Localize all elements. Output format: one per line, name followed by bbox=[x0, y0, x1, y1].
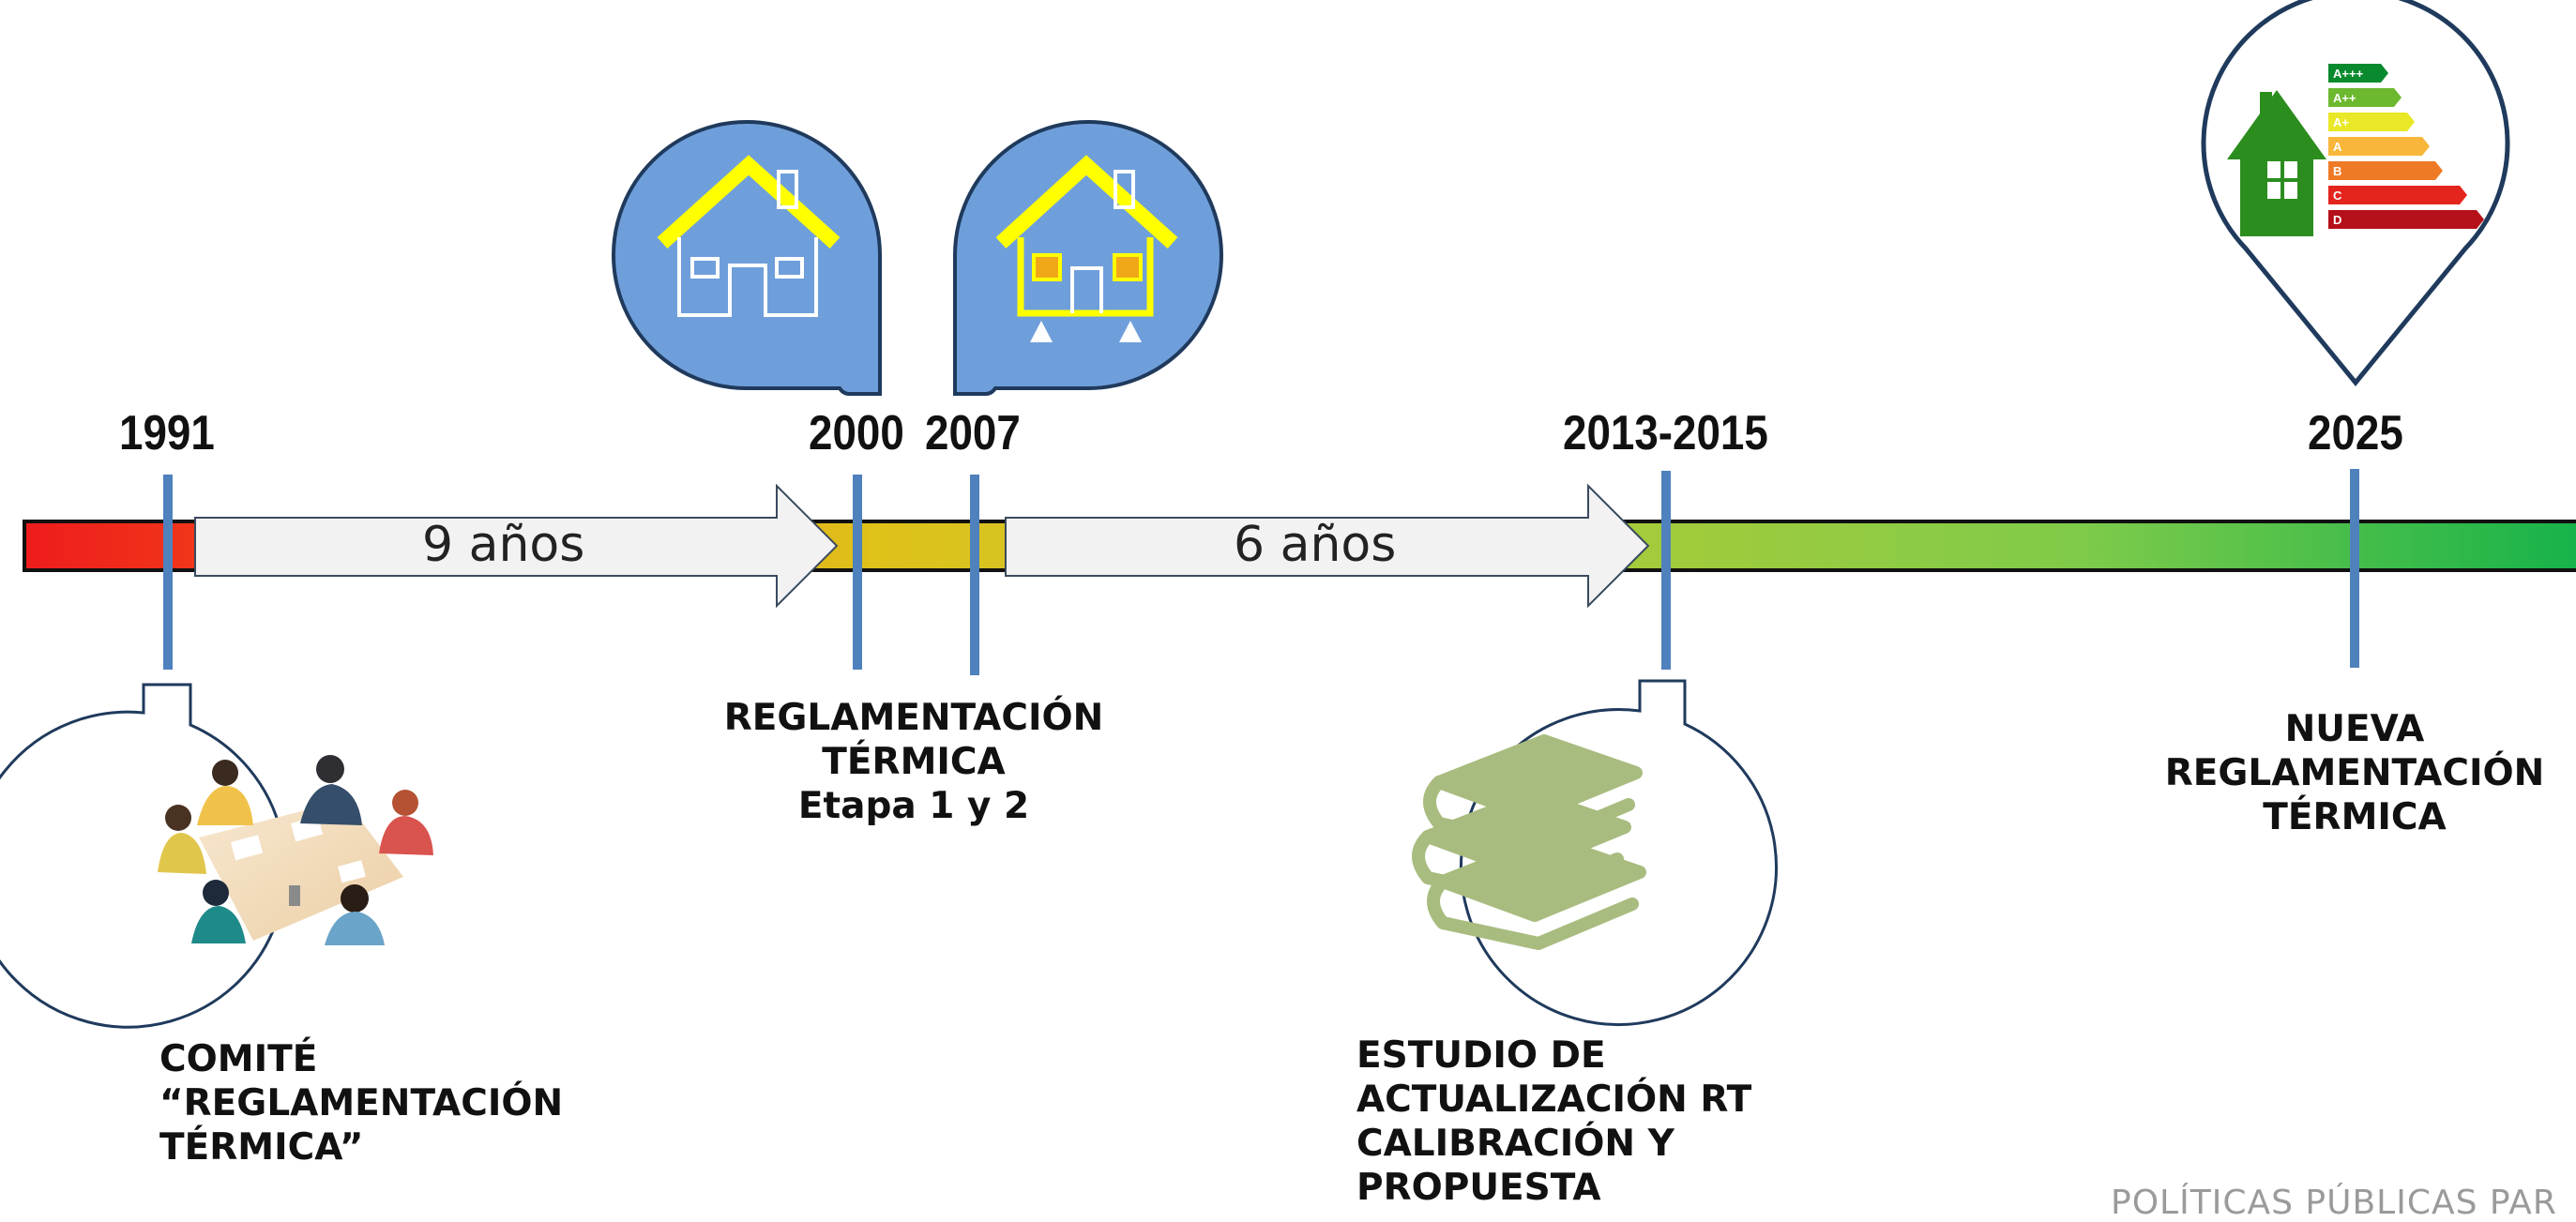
books-icon bbox=[1412, 679, 1778, 1026]
year-2025: 2025 bbox=[2308, 406, 2403, 460]
interval-label-9: 9 años bbox=[422, 517, 585, 573]
label-comite: COMITÉ “REGLAMENTACIÓN TÉRMICA” bbox=[159, 1038, 564, 1169]
label-estudio: ESTUDIO DE ACTUALIZACIÓN RT CALIBRACIÓN … bbox=[1356, 1034, 1752, 1209]
house-outline-icon bbox=[612, 120, 882, 396]
energy-class-label: B bbox=[2333, 164, 2341, 178]
energy-class-label: A+ bbox=[2333, 115, 2349, 129]
year-2000: 2000 bbox=[809, 406, 904, 460]
energy-class-label: D bbox=[2333, 213, 2341, 227]
marker-2013-2015 bbox=[1661, 471, 1671, 670]
marker-2007 bbox=[970, 475, 979, 675]
label-nueva-reglamentacion: NUEVA REGLAMENTACIÓN TÉRMICA bbox=[2164, 708, 2545, 838]
year-1991: 1991 bbox=[119, 406, 215, 460]
energy-class-label: A++ bbox=[2333, 91, 2356, 105]
house-insulated-icon bbox=[953, 120, 1223, 396]
label-reglamentacion-etapa: REGLAMENTACIÓN TÉRMICA Etapa 1 y 2 bbox=[723, 697, 1104, 827]
energy-class-label: A bbox=[2333, 140, 2342, 154]
footer-text: POLÍTICAS PÚBLICAS PAR bbox=[2111, 1184, 2557, 1222]
marker-1991 bbox=[163, 475, 173, 670]
interval-arrow-9 bbox=[194, 483, 839, 609]
marker-2025 bbox=[2350, 469, 2359, 668]
energy-class-label: C bbox=[2333, 189, 2342, 203]
meeting-people-icon bbox=[0, 683, 433, 1029]
year-2007: 2007 bbox=[925, 406, 1021, 460]
interval-arrow-6 bbox=[1005, 483, 1650, 609]
marker-2000 bbox=[853, 475, 862, 670]
energy-class-label: A+++ bbox=[2333, 67, 2364, 81]
interval-label-6: 6 años bbox=[1234, 517, 1397, 573]
year-2013-2015: 2013-2015 bbox=[1563, 406, 1768, 460]
